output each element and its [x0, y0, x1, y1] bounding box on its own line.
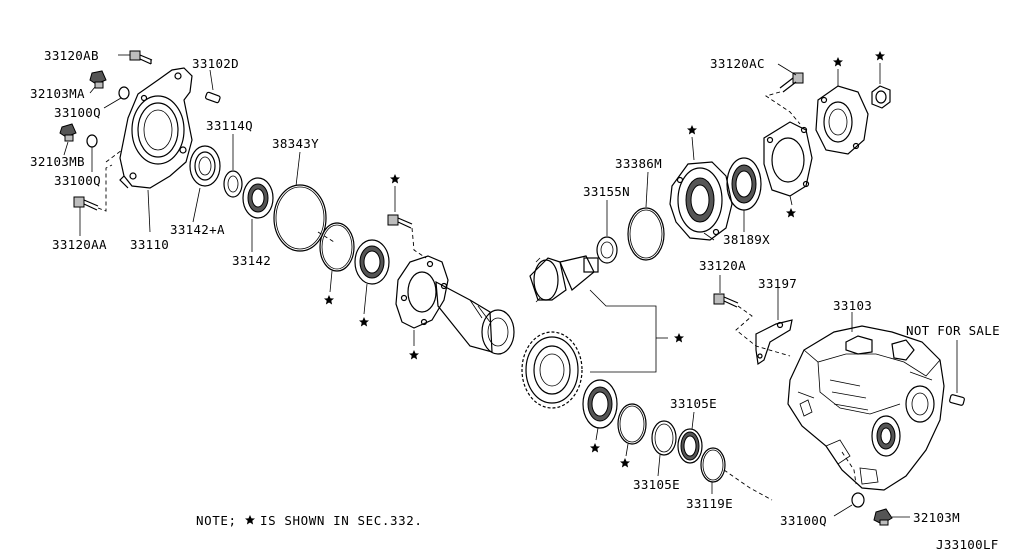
star-marker-7 — [620, 458, 630, 468]
label-not-for-sale: NOT FOR SALE — [906, 323, 1000, 338]
bolt-star-c — [387, 214, 413, 229]
plug-32103M — [873, 508, 893, 526]
label-33110: 33110 — [130, 237, 169, 252]
label-33120AC: 33120AC — [710, 56, 765, 71]
label-33105E-a: 33105E — [670, 396, 717, 411]
label-33197: 33197 — [758, 276, 797, 291]
star-marker-3 — [390, 174, 400, 184]
bearing-star-d — [582, 379, 618, 429]
label-33100Q-a: 33100Q — [54, 105, 101, 120]
plug-32103MA — [89, 70, 107, 89]
bearing-38189X — [726, 157, 762, 211]
note-star-icon — [245, 515, 255, 525]
label-38343Y: 38343Y — [272, 136, 319, 151]
companion-flange — [815, 85, 869, 155]
washer-33155N — [596, 236, 618, 264]
star-marker-11 — [875, 51, 885, 61]
label-33120A: 33120A — [699, 258, 746, 273]
ring-38343Y — [273, 184, 327, 252]
label-33120AA: 33120AA — [52, 237, 107, 252]
pin-33102D — [205, 91, 221, 104]
seal-33142A — [189, 145, 221, 187]
ring-33114Q — [223, 170, 243, 198]
label-32103MA: 32103MA — [30, 86, 85, 101]
label-33120AB: 33120AB — [44, 48, 99, 63]
label-32103M: 32103M — [913, 510, 960, 525]
ring-star-a — [319, 222, 355, 272]
shim-33105E-b — [677, 428, 703, 464]
ring-gear — [521, 331, 583, 409]
washer-33100Q-a — [118, 86, 130, 100]
label-38189X: 38189X — [723, 232, 770, 247]
label-33142: 33142 — [232, 253, 271, 268]
bearing-housing — [669, 161, 733, 241]
shim-33105E-a — [651, 420, 677, 456]
diagram-id: J33100LF — [936, 537, 999, 552]
transfer-housing-33103 — [787, 325, 945, 491]
label-33114Q: 33114Q — [206, 118, 253, 133]
star-marker-8 — [687, 125, 697, 135]
bolt-33120AA — [73, 196, 99, 211]
ring-33119E — [700, 447, 726, 483]
label-33155N: 33155N — [583, 184, 630, 199]
star-marker-1 — [324, 295, 334, 305]
note-prefix: NOTE; — [196, 513, 237, 528]
note-text: IS SHOWN IN SEC.332. — [260, 513, 423, 528]
plug-32103MB — [59, 123, 77, 142]
ring-33386M — [627, 207, 665, 261]
washer-33100Q-b — [86, 134, 98, 148]
bolt-33120A — [713, 293, 739, 308]
nut — [871, 85, 891, 109]
label-33102D: 33102D — [192, 56, 239, 71]
label-33386M: 33386M — [615, 156, 662, 171]
washer-33100Q-c — [851, 492, 865, 508]
cover-33110 — [119, 67, 193, 189]
label-33142A: 33142+A — [170, 222, 225, 237]
star-marker-5 — [674, 333, 684, 343]
label-33103: 33103 — [833, 298, 872, 313]
bracket-33197 — [755, 319, 793, 366]
label-33105E-b: 33105E — [633, 477, 680, 492]
label-32103MB: 32103MB — [30, 154, 85, 169]
bearing-33142 — [242, 177, 274, 219]
label-33100Q-c: 33100Q — [780, 513, 827, 528]
pinion-gear — [529, 255, 599, 303]
star-marker-2 — [359, 317, 369, 327]
dowel-pin — [949, 394, 965, 406]
label-33100Q-b: 33100Q — [54, 173, 101, 188]
star-marker-9 — [786, 208, 796, 218]
star-marker-10 — [833, 57, 843, 67]
gasket-plate — [763, 121, 813, 197]
flange-shaft — [395, 255, 515, 355]
bolt-33120AC — [779, 72, 804, 93]
bolt-33120AB — [129, 50, 153, 65]
ring-star-e — [617, 403, 647, 445]
bearing-star-b — [354, 239, 390, 285]
star-marker-4 — [409, 350, 419, 360]
star-marker-6 — [590, 443, 600, 453]
label-33119E: 33119E — [686, 496, 733, 511]
